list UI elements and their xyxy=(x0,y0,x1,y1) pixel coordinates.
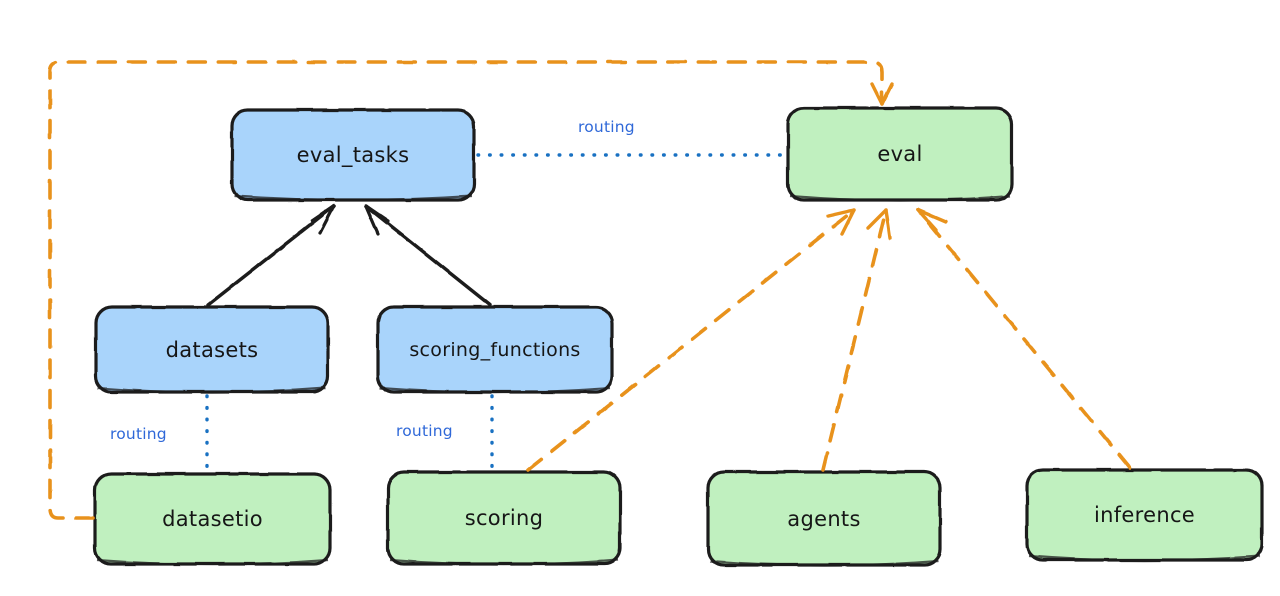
edge-label-routing-scoring_functions-scoring: routing xyxy=(396,422,453,440)
edge-datasets-to-eval_tasks xyxy=(206,204,336,307)
node-scoring_functions[interactable] xyxy=(376,305,614,394)
edge-inference-to-eval xyxy=(916,208,1132,470)
node-agents[interactable] xyxy=(706,470,942,567)
edge-datasetio-to-eval xyxy=(48,60,894,520)
node-datasetio[interactable] xyxy=(93,472,332,566)
edge-label-routing-eval_tasks-eval: routing xyxy=(578,118,635,136)
node-inference[interactable] xyxy=(1025,468,1264,562)
edge-scoring-to-eval xyxy=(526,208,856,472)
edge-scoring_functions-to-eval_tasks xyxy=(364,204,492,307)
node-eval[interactable] xyxy=(786,106,1014,202)
edge-label-routing-datasets-datasetio: routing xyxy=(110,425,167,443)
node-scoring[interactable] xyxy=(386,470,622,566)
routing-edges xyxy=(205,153,788,474)
solid-edges xyxy=(206,204,492,307)
node-eval_tasks[interactable] xyxy=(230,108,476,202)
dependency-edges xyxy=(48,60,1132,520)
edge-agents-to-eval xyxy=(821,208,892,472)
node-datasets[interactable] xyxy=(94,305,330,394)
